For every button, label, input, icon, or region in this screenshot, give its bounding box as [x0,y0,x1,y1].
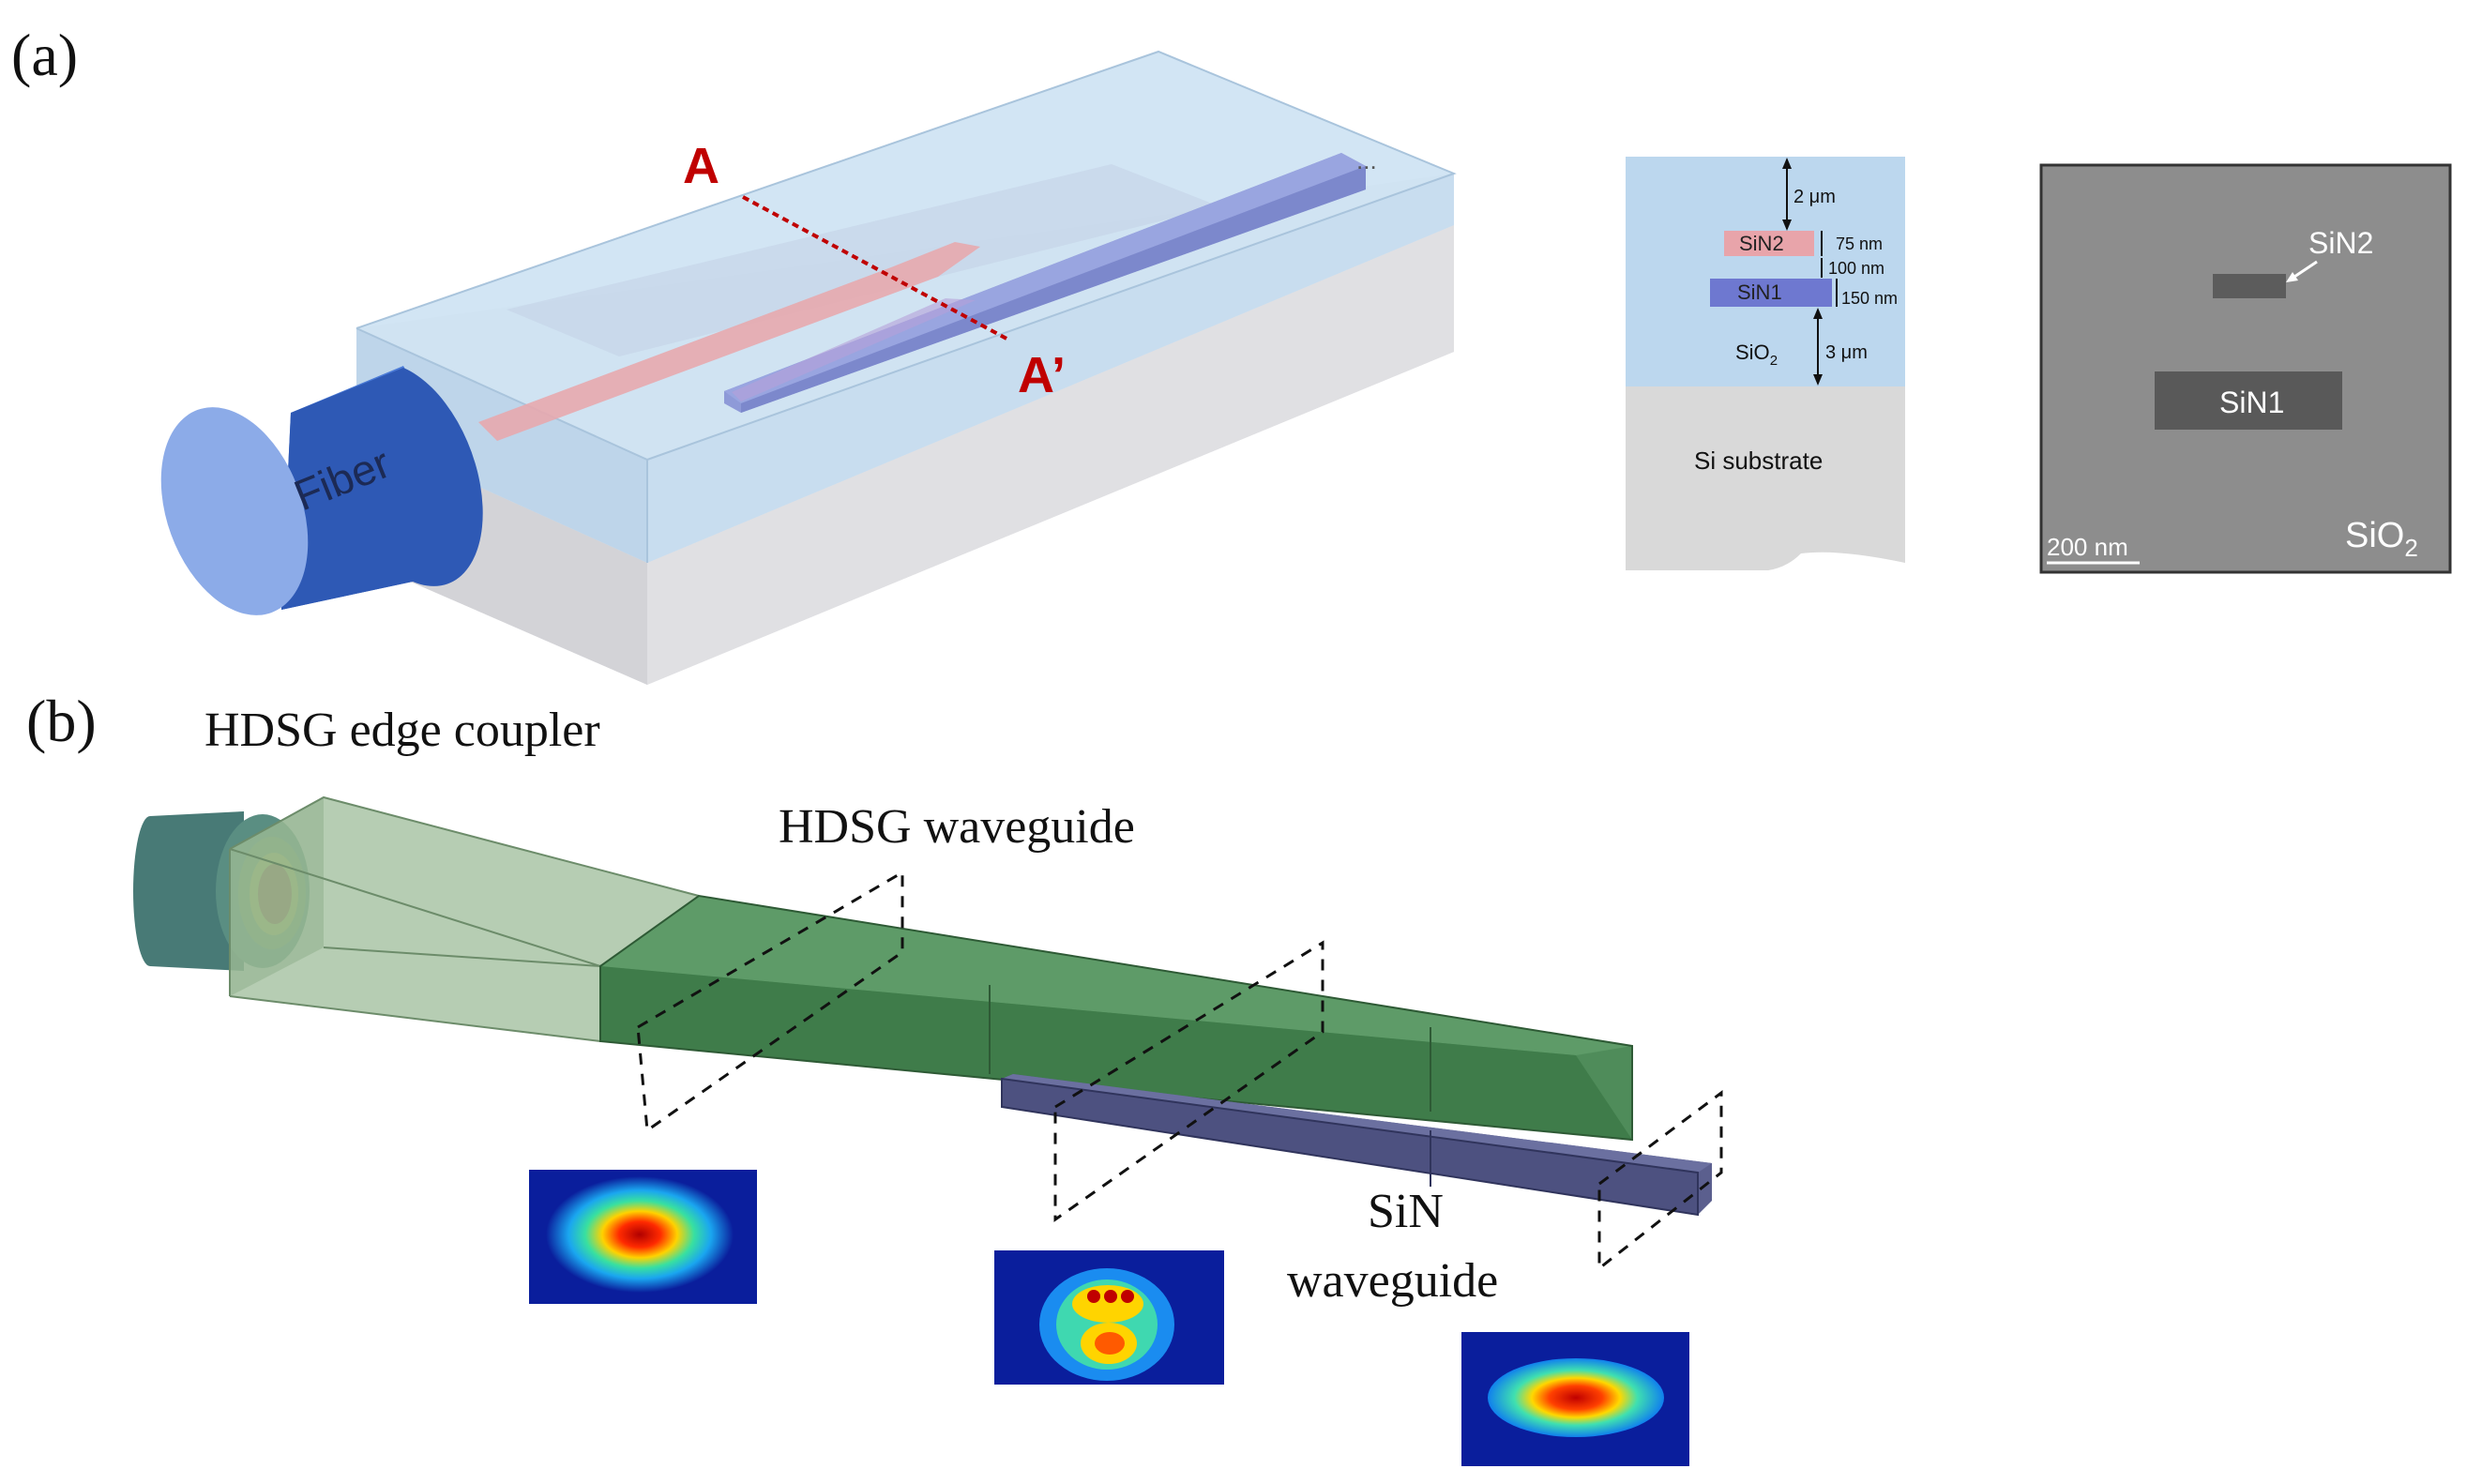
fiber-end-face [160,407,309,615]
svg-text:2 μm: 2 μm [1793,187,1836,207]
svg-text:SiO2: SiO2 [1735,341,1778,369]
hdsg-taper-light [229,795,700,1042]
section-planes [636,870,1723,1272]
sin-label-line2: waveguide [1287,1254,1498,1308]
svg-text:SiO2: SiO2 [2345,516,2418,562]
mode-profile-2 [994,1250,1224,1385]
cross-section-diagram: SiN2 SiN1 2 μm 75 nm 100 nm 150 nm 3 μm … [1626,157,1905,570]
svg-text:100 nm: 100 nm [1828,259,1884,278]
sin2-taper-3d [478,242,980,441]
svg-text:3 μm: 3 μm [1825,342,1868,363]
mode-profile-1 [529,1170,757,1304]
fiber: Fiber [160,366,483,615]
sem-sin2 [2213,274,2286,298]
section-end-label: A’ [1018,347,1066,403]
svg-text:75 nm: 75 nm [1836,235,1883,253]
sin2-layer [1724,231,1814,256]
svg-text:SiN1: SiN1 [1737,280,1782,304]
panel-b-label: (b) [26,688,97,754]
panel-b-title: HDSG edge coupler [204,704,600,757]
sem-image: SiN2 SiN1 200 nm SiO2 [2039,163,2452,574]
svg-text:SiN2: SiN2 [2308,226,2373,260]
panel-a-label: (a) [11,22,78,88]
svg-text:200 nm: 200 nm [2047,533,2128,561]
mode-profile-3 [1461,1332,1689,1466]
hdsg-waveguide-label: HDSG waveguide [779,800,1135,854]
section-start-label: A [683,138,719,194]
sin1-layer [1710,279,1832,307]
continuation-dots: ... [1356,146,1377,174]
hdsg-waveguide-3d [599,894,1633,1142]
overlap-region [732,298,976,401]
sin-waveguide-3d [1001,1074,1712,1217]
sem-sin1 [2155,371,2342,430]
sin-label-line1: SiN [1368,1185,1444,1238]
section-line [742,195,1009,341]
svg-text:150 nm: 150 nm [1841,289,1898,308]
svg-text:SiN1: SiN1 [2219,386,2284,419]
svg-text:SiN2: SiN2 [1739,232,1784,255]
sin1-waveguide-3d [724,153,1366,413]
svg-text:Si substrate: Si substrate [1694,447,1823,475]
